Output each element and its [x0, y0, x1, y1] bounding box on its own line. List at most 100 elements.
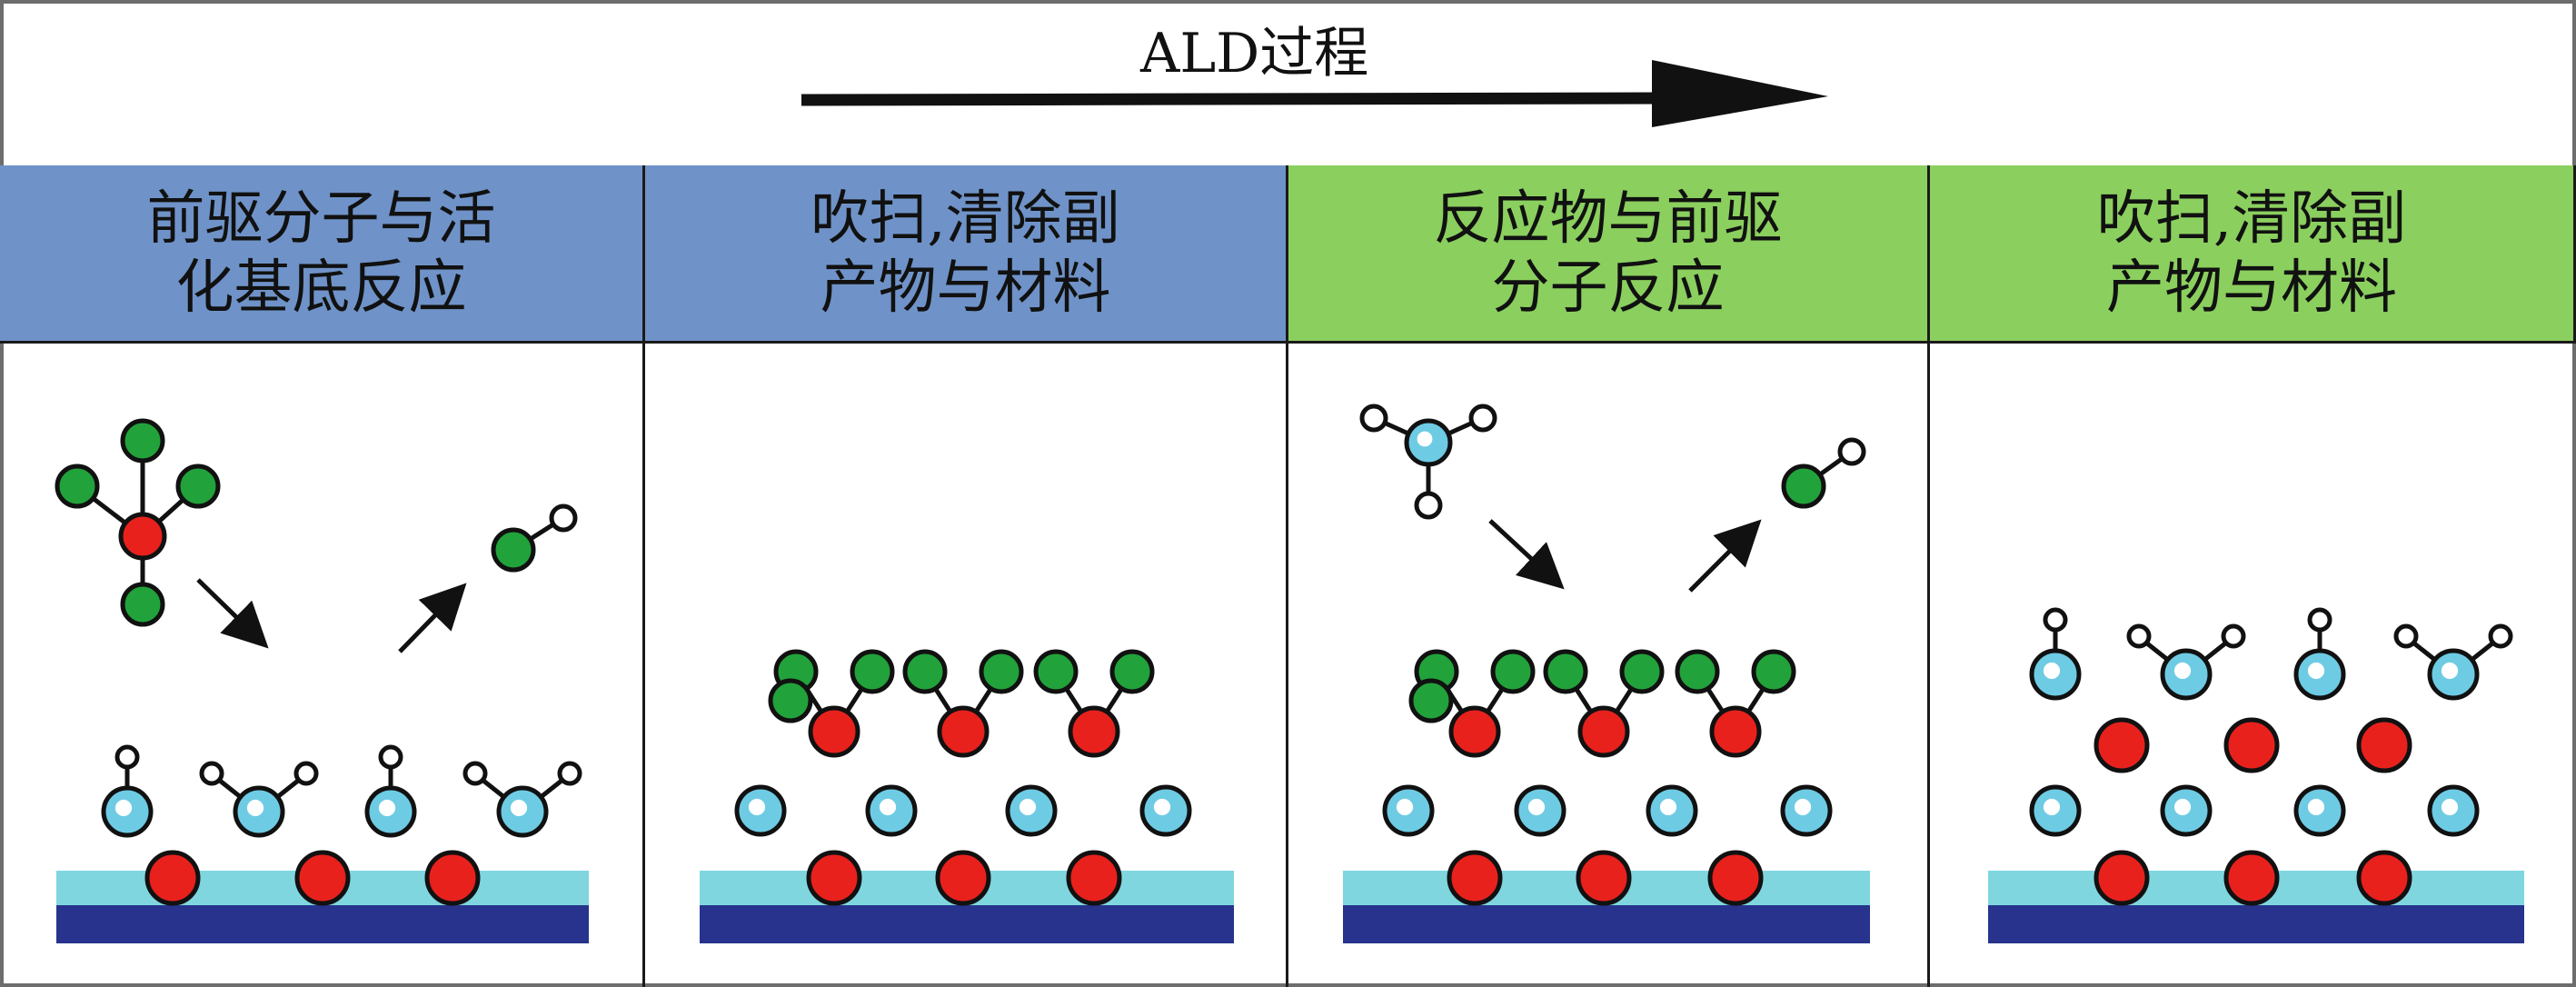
hydrogen-atom — [1468, 404, 1497, 433]
atom-highlight — [2173, 798, 2192, 816]
atom-highlight — [2307, 662, 2325, 680]
metal-atom — [2223, 850, 2280, 906]
atom-highlight — [1794, 798, 1812, 816]
step-2-header: 吹扫,清除副产物与材料 — [645, 165, 1288, 344]
hydrogen-atom — [114, 744, 140, 770]
ligand-atom — [1543, 649, 1588, 694]
ligand-atom — [55, 464, 100, 509]
step-2-panel — [645, 344, 1288, 987]
metal-atom — [1576, 850, 1632, 906]
step-3-panel — [1288, 344, 1930, 987]
metal-atom — [1577, 705, 1630, 758]
atom-highlight — [2043, 798, 2061, 816]
metal-atom — [1448, 705, 1501, 758]
metal-atom — [806, 850, 862, 906]
reaction-arrow-icon — [196, 578, 269, 649]
ligand-atom — [1408, 678, 1454, 723]
process-arrow-icon — [801, 60, 1828, 127]
ligand-atom — [1033, 649, 1079, 694]
metal-atom — [424, 850, 481, 906]
step-2-line1: 吹扫,清除副 — [811, 184, 1120, 253]
metal-atom — [1066, 850, 1122, 906]
atom-highlight — [1659, 798, 1677, 816]
substrate-base — [1988, 905, 2524, 943]
hydrogen-atom — [2307, 607, 2332, 633]
step-2-line2: 产物与材料 — [820, 254, 1111, 322]
ligand-atom — [850, 649, 895, 694]
metal-atom — [2356, 717, 2412, 773]
ligand-atom — [1675, 649, 1720, 694]
metal-atom — [1068, 705, 1120, 758]
ligand-atom — [1490, 649, 1536, 694]
ligand-atom — [979, 649, 1024, 694]
step-4-line1: 吹扫,清除副 — [2096, 184, 2407, 253]
hydrogen-atom — [549, 503, 578, 533]
atom-highlight — [2043, 662, 2061, 680]
ligand-atom — [1751, 649, 1796, 694]
step-3-line1: 反应物与前驱 — [1433, 184, 1783, 253]
hydrogen-atom — [1414, 491, 1443, 520]
hydrogen-atom — [2221, 623, 2246, 649]
hydrogen-atom — [2393, 623, 2419, 649]
reaction-arrow-icon — [398, 583, 467, 653]
atom-highlight — [1527, 798, 1546, 816]
hydrogen-atom — [199, 761, 224, 786]
metal-atom — [935, 850, 991, 906]
atom-highlight — [510, 799, 528, 817]
atom-highlight — [378, 799, 396, 817]
metal-atom — [937, 705, 990, 758]
atom-highlight — [1019, 798, 1037, 816]
atom-highlight — [2441, 662, 2459, 680]
ligand-atom — [1619, 649, 1665, 694]
atom-highlight — [2441, 798, 2459, 816]
atom-highlight — [879, 798, 897, 816]
substrate-base — [56, 905, 589, 943]
hydrogen-atom — [557, 761, 582, 786]
atom-highlight — [1153, 798, 1171, 816]
step-4-header: 吹扫,清除副产物与材料 — [1930, 165, 2576, 344]
metal-atom — [2356, 850, 2412, 906]
metal-atom — [808, 705, 860, 758]
ligand-atom — [768, 678, 813, 723]
ligand-atom — [120, 582, 165, 627]
metal-atom — [144, 850, 201, 906]
hydrogen-atom — [1359, 404, 1388, 433]
metal-atom — [1447, 850, 1503, 906]
hydrogen-atom — [2488, 623, 2513, 649]
substrate-base — [700, 905, 1234, 943]
ligand-atom — [120, 418, 165, 464]
atom-highlight — [1396, 798, 1414, 816]
atom-highlight — [2173, 662, 2192, 680]
hydrogen-atom — [462, 761, 488, 786]
step-4-line2: 产物与材料 — [2106, 254, 2397, 322]
hydrogen-atom — [293, 761, 319, 786]
ligand-atom — [175, 464, 221, 509]
metal-atom — [294, 850, 351, 906]
metal-atom — [1707, 850, 1764, 906]
atom-highlight — [1417, 431, 1433, 447]
step-1-header: 前驱分子与活化基底反应 — [0, 165, 645, 344]
step-3-line2: 分子反应 — [1491, 254, 1725, 322]
process-label: ALD过程 — [1140, 22, 1369, 85]
byproduct-atom — [491, 527, 536, 573]
step-1-line2: 化基底反应 — [175, 254, 467, 322]
hydrogen-atom — [378, 744, 403, 770]
metal-atom — [118, 512, 167, 561]
step-1-panel — [0, 344, 645, 987]
metal-atom — [2094, 717, 2150, 773]
ligand-atom — [1109, 649, 1155, 694]
hydrogen-atom — [2126, 623, 2152, 649]
step-3-header: 反应物与前驱分子反应 — [1288, 165, 1930, 344]
ligand-atom — [902, 649, 948, 694]
substrate-base — [1343, 905, 1870, 943]
step-1-line1: 前驱分子与活 — [146, 184, 496, 253]
hydrogen-atom — [2043, 607, 2068, 633]
metal-atom — [1709, 705, 1762, 758]
metal-atom — [2223, 717, 2280, 773]
atom-highlight — [114, 799, 133, 817]
atom-highlight — [2307, 798, 2325, 816]
atom-highlight — [246, 799, 264, 817]
reaction-arrow-icon — [1488, 519, 1565, 590]
metal-atom — [2094, 850, 2150, 906]
